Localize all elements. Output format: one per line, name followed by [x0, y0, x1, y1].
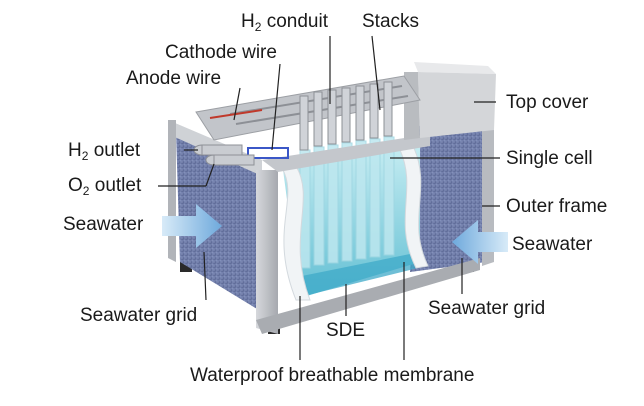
label-anode-wire: Anode wire	[126, 68, 221, 90]
label-seawater-left: Seawater	[63, 214, 143, 236]
label-top-cover: Top cover	[506, 92, 588, 114]
top-cover	[404, 62, 496, 140]
label-seawater-right: Seawater	[512, 234, 592, 256]
label-outer-frame: Outer frame	[506, 196, 607, 218]
label-single-cell: Single cell	[506, 148, 593, 170]
label-h2-conduit: H2 conduit	[241, 11, 328, 38]
label-stacks: Stacks	[362, 11, 419, 33]
label-h2-outlet: H2 outlet	[68, 140, 140, 167]
label-seawater-grid-left: Seawater grid	[80, 305, 197, 327]
label-o2-outlet: O2 outlet	[68, 175, 141, 202]
label-membrane: Waterproof breathable membrane	[190, 365, 474, 387]
label-sde: SDE	[326, 320, 365, 342]
label-cathode-wire: Cathode wire	[165, 42, 277, 64]
label-seawater-grid-right: Seawater grid	[428, 298, 545, 320]
